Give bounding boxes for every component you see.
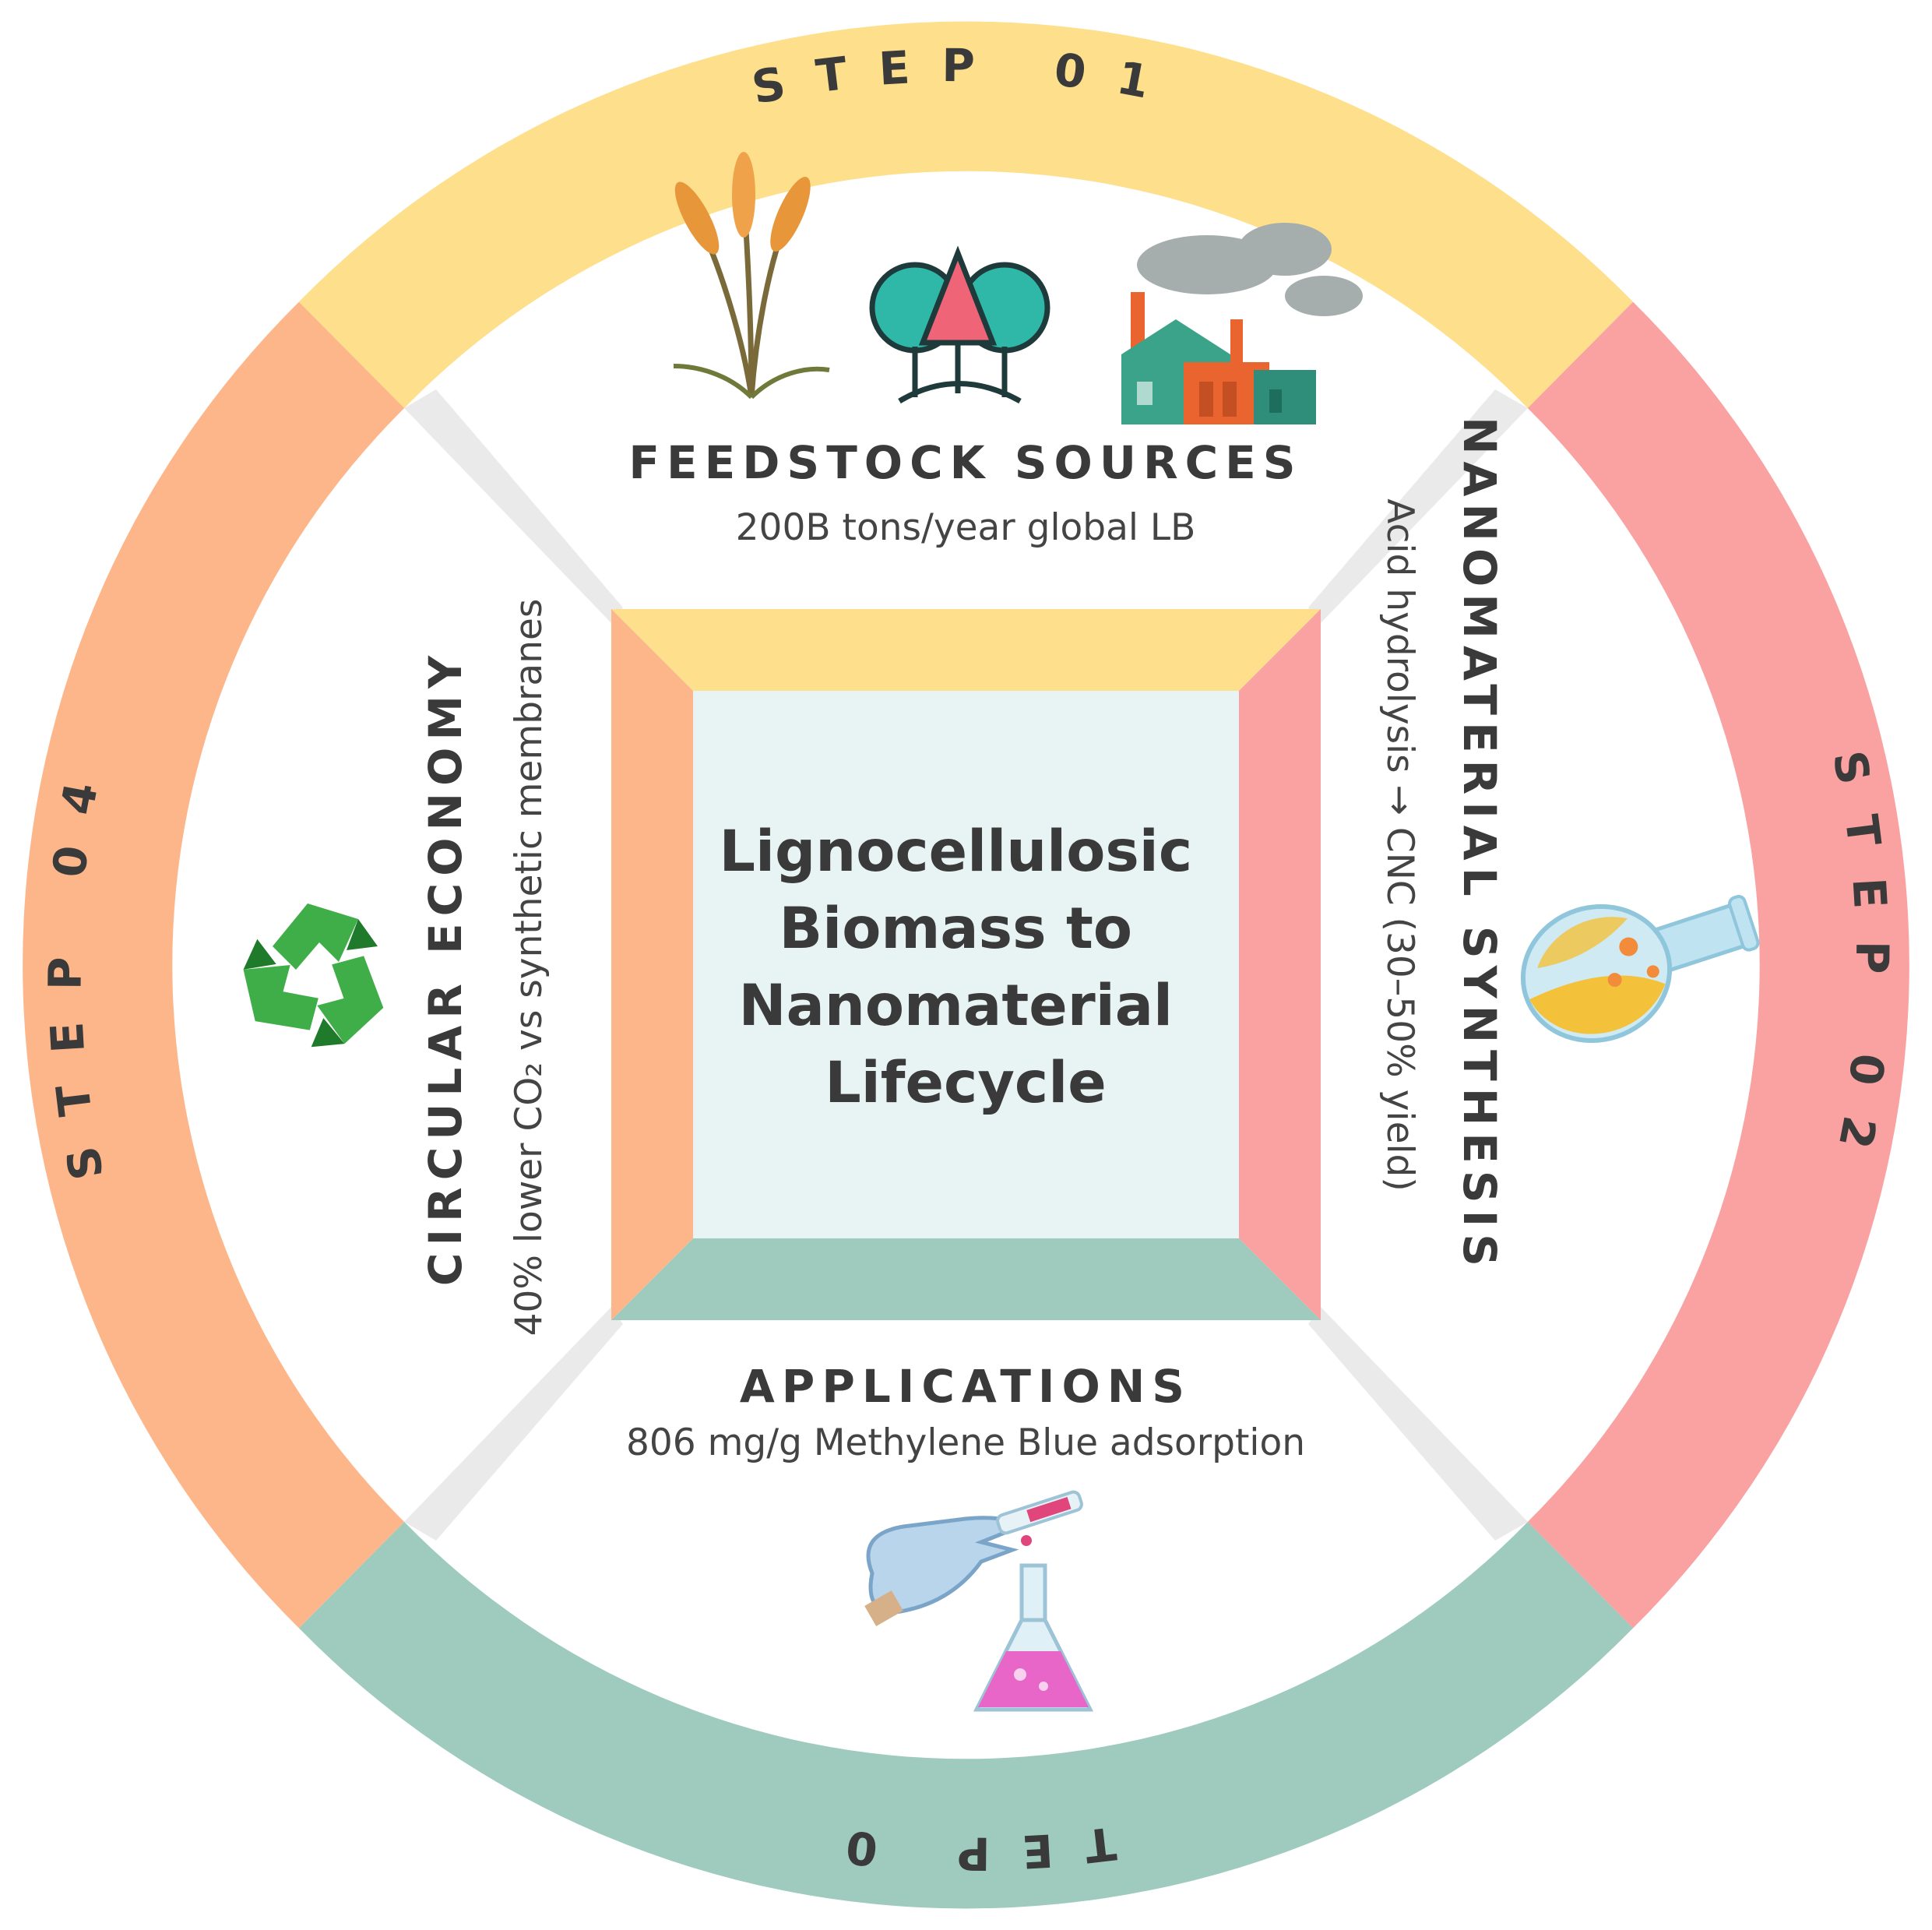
dividers (404, 389, 1528, 1541)
step4-heading: CIRCULAR ECONOMY (419, 649, 472, 1286)
step2-heading: NANOMATERIAL SYNTHESIS (1453, 417, 1506, 1273)
step4-detail: 40% lower CO₂ vs synthetic membranes (508, 599, 551, 1337)
factory-icon (1121, 223, 1363, 424)
center-title: Lignocellulosic Biomass to Nanomaterial … (719, 819, 1212, 1116)
flask-icon (1520, 895, 1760, 1044)
frame-left (611, 609, 693, 1320)
gloved-hand-pipette-icon (864, 1490, 1094, 1712)
divider-bottom-right (1308, 1307, 1528, 1541)
center-title-line-3: Nanomaterial (739, 973, 1174, 1039)
center-title-line-1: Lignocellulosic (719, 819, 1192, 885)
frame-top (611, 609, 1321, 691)
center-title-line-2: Biomass to (779, 896, 1133, 962)
divider-top-left (404, 389, 623, 623)
ring-segment-step2 (1527, 301, 1909, 1629)
divider-bottom-left (404, 1307, 623, 1541)
step3-detail: 806 mg/g Methylene Blue adsorption (626, 1421, 1305, 1464)
center-frame: Lignocellulosic Biomass to Nanomaterial … (611, 609, 1321, 1320)
ring-segment-step4 (23, 301, 405, 1629)
step2-text-group: NANOMATERIAL SYNTHESIS (1453, 417, 1506, 1273)
center-title-line-4: Lifecycle (825, 1050, 1106, 1116)
step1-heading: FEEDSTOCK SOURCES (628, 436, 1302, 489)
step2-detail: Acid hydrolysis → CNC (30–50% yield) (1378, 498, 1421, 1191)
divider-top-right (1308, 389, 1528, 623)
ring-segment-step1 (298, 21, 1634, 409)
frame-right (1239, 609, 1321, 1320)
outer-ring (23, 21, 1909, 1909)
step1-detail: 200B tons/year global LB (736, 506, 1196, 549)
step3-heading: APPLICATIONS (740, 1360, 1191, 1413)
ring-segment-step3 (298, 1522, 1634, 1909)
frame-bottom (611, 1238, 1321, 1320)
center-panel (693, 691, 1239, 1238)
wheat-icon (673, 152, 830, 400)
recycle-icon (243, 903, 384, 1048)
forest-icon (869, 245, 1050, 404)
